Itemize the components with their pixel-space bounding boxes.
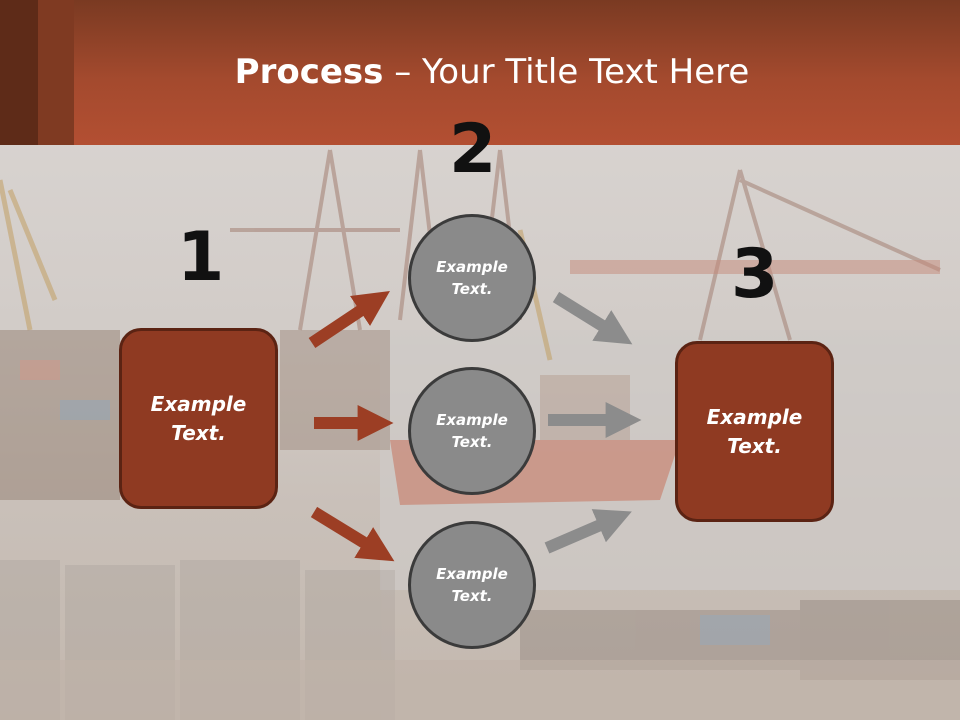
arrow-to-circle-1 bbox=[308, 291, 390, 348]
title-banner bbox=[0, 0, 960, 145]
arrow-to-circle-3 bbox=[310, 506, 395, 562]
banner-accent-mid bbox=[38, 0, 74, 145]
title-rest: Your Title Text Here bbox=[422, 52, 750, 92]
banner-accent-dark bbox=[0, 0, 38, 145]
arrow-from-circle-1 bbox=[552, 291, 633, 345]
arrow-from-circle-3 bbox=[544, 509, 632, 554]
step-number-1: 1 bbox=[177, 218, 225, 297]
slide-title: Process – Your Title Text Here bbox=[0, 52, 960, 92]
title-dash: – bbox=[383, 52, 423, 92]
step-number-3: 3 bbox=[731, 235, 779, 314]
step-number-2: 2 bbox=[449, 110, 497, 189]
title-bold-part: Process bbox=[234, 52, 384, 92]
